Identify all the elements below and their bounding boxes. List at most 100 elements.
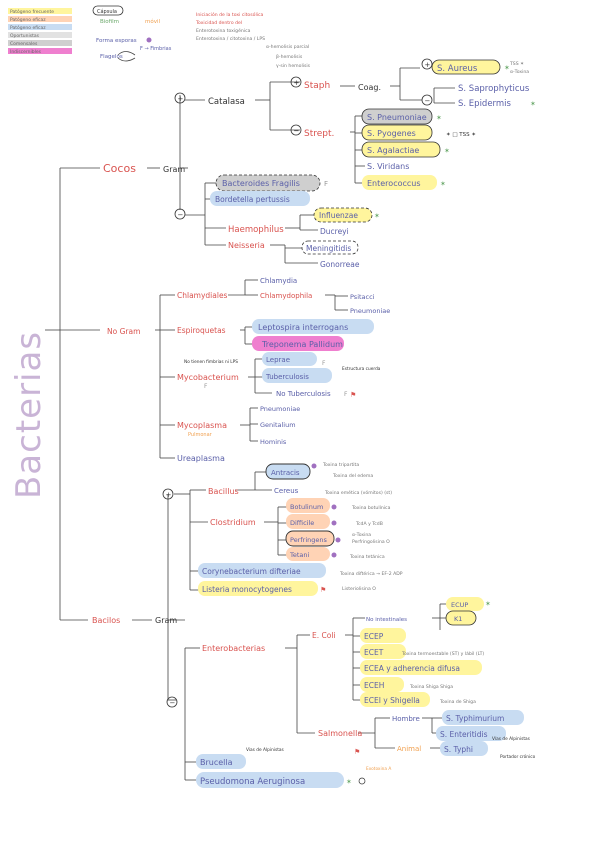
annotations: TSS ✶ α-Toxina ✶ □ TSS ✶ Toxina triparti…	[184, 61, 536, 772]
node-leptospira: Leptospira interrogans	[258, 323, 348, 332]
annot-pyogenes: ✶ □ TSS ✶	[446, 131, 476, 138]
node-s-typhimurium: S. Typhimurium	[446, 714, 504, 723]
node-enterococcus: Enterococcus	[367, 179, 421, 188]
node-salmonella: Salmonella	[318, 729, 362, 738]
node-botulinum: Botulinum	[290, 503, 323, 511]
legend-item-3: Oportunistas	[10, 33, 40, 39]
legend-item-5: Indiscernibles	[10, 49, 42, 55]
node-strept: Strept.	[304, 129, 334, 139]
annot-antracis-2: Toxina del edema	[332, 473, 373, 479]
node-s-aureus: S. Aureus	[437, 64, 478, 74]
key-biofilm: Biofilm	[100, 19, 119, 25]
node-pneumoniae-cl: Pneumoniae	[350, 307, 390, 315]
node-ducreyi: Ducreyi	[320, 227, 349, 236]
node-cocos: Cocos	[103, 162, 136, 175]
annot-listeria: Listeriolisina O	[342, 586, 376, 592]
node-bacteroides: Bacteroides Fragilis	[222, 179, 300, 188]
node-treponema: Treponema Pallidum	[261, 340, 343, 349]
node-k1: K1	[454, 615, 462, 623]
node-s-viridans: S. Viridans	[367, 162, 409, 171]
node-pseudomona: Pseudomona Aeruginosa	[200, 777, 305, 787]
biofilm-icon: ✶	[504, 64, 510, 72]
sign-circles	[162, 58, 433, 708]
flag-icon: ⚑	[350, 391, 356, 399]
page-title: Bacterias	[9, 331, 49, 499]
annot-cereus: Toxina emética (vómitos) (st)	[324, 489, 392, 496]
node-bordetella: Bordetella pertussis	[215, 195, 290, 204]
annot-aureus-notes: TSS ✶	[509, 61, 524, 67]
node-s-agalactiae: S. Agalactiae	[367, 146, 419, 155]
node-tuberculosis: Tuberculosis	[265, 373, 309, 381]
key-capsula: Cápsula	[97, 8, 117, 15]
biofilm-icon: ✶	[530, 100, 536, 108]
key-red-note-2: Enterotoxina toxigénica	[196, 27, 251, 34]
node-antracis: Antracis	[271, 469, 300, 477]
node-catalasa: Catalasa	[208, 97, 245, 107]
biofilm-icon: ✶	[440, 180, 446, 188]
labels: Cocos Gram + − Catalasa + − Staph Coag. …	[92, 61, 530, 787]
annot-pseudomona: Exotoxina A	[366, 766, 391, 772]
annot-aureus-toxina: α-Toxina	[510, 69, 529, 75]
node-chlamydophila: Chlamydophila	[260, 292, 312, 300]
node-s-epidermis: S. Epidermis	[458, 99, 512, 109]
spore-icon	[331, 520, 337, 526]
key-flagelos: Flagelos	[100, 54, 123, 60]
node-hominis: Hominis	[260, 438, 287, 446]
node-ecet: ECET	[364, 648, 384, 657]
node-ecup: ECUP	[451, 601, 468, 609]
annot-antracis-1: Toxina tripartita	[322, 462, 359, 468]
node-pneumoniae-my: Pneumoniae	[260, 405, 300, 413]
node-ureaplasma: Ureaplasma	[177, 454, 225, 463]
node-espiroquetas: Espiroquetas	[177, 326, 226, 335]
node-chlamydia: Chlamydia	[260, 277, 297, 285]
node-plus-coag: +	[425, 61, 431, 69]
legend: Patógeno frecuente Patógeno eficaz Patóg…	[8, 8, 72, 55]
node-minus-cat: −	[294, 127, 300, 135]
node-psitacci: Psitacci	[350, 293, 375, 301]
node-animal: Animal	[397, 745, 421, 753]
spore-icon	[311, 463, 317, 469]
biofilm-icon: ✶	[436, 114, 442, 122]
annot-perfringens-1: α-Toxina	[352, 532, 371, 538]
node-gram-bacilos: Gram	[155, 616, 177, 625]
biofilm-icon: ✶	[485, 600, 491, 608]
node-e-coli: E. Coli	[312, 631, 336, 640]
annot-botulinum: Toxina botulínica	[351, 504, 391, 511]
spore-icon	[146, 37, 152, 43]
node-mycobacterium: Mycobacterium	[177, 373, 239, 382]
annot-coryne: Toxina diftérica → EF-2 ADP	[339, 570, 403, 577]
spore-icon	[335, 537, 341, 543]
node-influenzae: Influenzae	[319, 211, 358, 220]
node-no-intestinales: No intestinales	[366, 617, 407, 623]
node-gram-cocos: Gram	[163, 165, 185, 174]
capsule-icon	[358, 777, 366, 785]
legend-item-2: Patógeno eficaz	[10, 24, 46, 31]
annot-tetani: Toxina tetánica	[349, 553, 385, 560]
node-minus-coag: −	[425, 97, 431, 105]
node-staph: Staph	[304, 81, 330, 91]
flag-icon: ⚑	[320, 586, 326, 594]
node-eceh: ECEH	[364, 681, 384, 690]
key-hemolisis-1: β-hemolisis	[276, 54, 303, 60]
spore-icon	[331, 504, 337, 510]
annot-mycobacterium: No tienen fimbrias ni LPS	[184, 359, 238, 365]
biofilm-icon: ✶	[374, 212, 380, 220]
node-gonorrhoeae: Gonorreae	[320, 260, 360, 269]
annot-ecet: Toxina termoestable (ST) y lábil (LT)	[401, 650, 484, 657]
legend-item-4: Comensales	[10, 41, 38, 47]
annot-difficile: TcdA y TcdB	[355, 521, 383, 527]
node-genitalium: Genitalium	[260, 421, 296, 429]
node-neisseria: Neisseria	[228, 241, 265, 250]
annot-typhi-2: Portador crónico	[500, 753, 536, 760]
node-s-enteritidis: S. Enteritidis	[440, 730, 488, 739]
node-clostridium: Clostridium	[210, 518, 256, 527]
node-brucella: Brucella	[200, 758, 233, 767]
node-ecep: ECEP	[364, 632, 384, 641]
node-no-tuberculosis: No Tuberculosis	[276, 390, 331, 398]
node-hombre: Hombre	[392, 715, 420, 723]
node-ecea: ECEA y adherencia difusa	[364, 664, 460, 673]
node-no-gram: No Gram	[107, 327, 140, 336]
biofilm-icon: ✶	[346, 778, 352, 786]
node-plus1: +	[178, 95, 184, 103]
